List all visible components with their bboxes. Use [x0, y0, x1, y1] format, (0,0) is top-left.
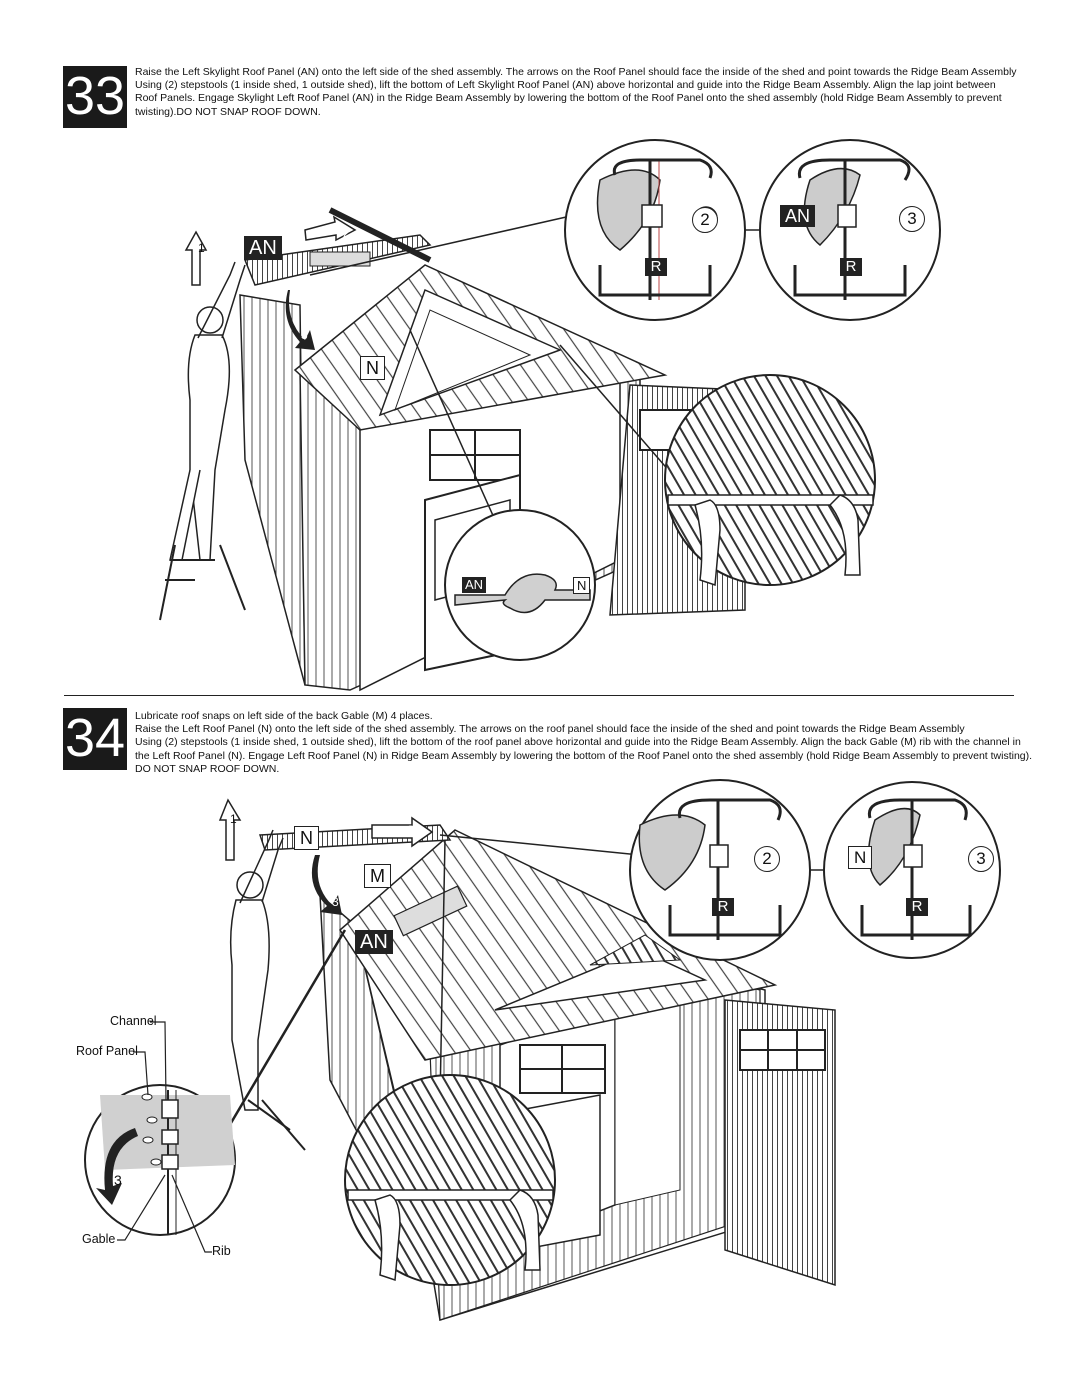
arrow-1-up [184, 230, 208, 286]
step-33-label-an: AN [244, 236, 282, 260]
detail-2-number: 2 [692, 207, 718, 233]
inset-label-channel: Channel [110, 1014, 157, 1028]
step-33-line-1: Raise the Left Skylight Roof Panel (AN) … [135, 66, 1017, 78]
callout-line-hands [559, 344, 691, 496]
detail34-3-part: R [906, 898, 928, 916]
step-34-number: 34 [63, 708, 127, 770]
inset-arrow-3: 3 [114, 1172, 122, 1188]
shed34-front-wall [354, 924, 766, 1321]
step-33-label-2: 2 [343, 226, 350, 240]
shed-right-door [609, 384, 746, 616]
step-34-line-5: DO NOT SNAP ROOF DOWN. [135, 762, 280, 775]
step-34-instructions: Lubricate roof snaps on left side of the… [135, 710, 1032, 776]
detail-circle-2 [564, 139, 746, 321]
detail-3-part: R [840, 258, 862, 276]
step-33-line-4: twisting).DO NOT SNAP ROOF DOWN. [135, 105, 321, 118]
step-33-line-2: Using (2) stepstools (1 inside shed, 1 o… [135, 79, 996, 92]
inset-label-roof-panel: Roof Panel [76, 1044, 138, 1058]
step-34-line-1: Lubricate roof snaps on left side of the… [135, 710, 433, 722]
stepladder [159, 544, 246, 621]
step-33-instructions: Raise the Left Skylight Roof Panel (AN) … [135, 66, 1017, 119]
step-34-label-m: M [364, 864, 391, 888]
step-33-label-1: 1 [198, 241, 205, 255]
detail-2-part: R [645, 258, 667, 276]
detail34-3-number: 3 [968, 846, 994, 872]
detail34-circle-2 [629, 779, 830, 961]
inset-label-gable: Gable [82, 1232, 116, 1246]
shed-left-wall [239, 294, 306, 686]
detail-3-panel: AN [780, 205, 816, 227]
step-33-number: 33 [63, 66, 127, 128]
step-34-label-an: AN [355, 930, 393, 954]
stepladder34 [247, 1099, 306, 1151]
lap-label-n: N [573, 577, 591, 594]
detail34-2-part: R [712, 898, 734, 916]
detail34-2-number: 2 [754, 846, 780, 872]
callout-line-lap [409, 329, 496, 521]
shed-front-wall [299, 354, 641, 692]
shed34-right-door [724, 999, 836, 1287]
step-34-label-2: 2 [407, 823, 414, 837]
person34-figure [229, 829, 284, 1111]
callout34-hands [439, 839, 446, 1101]
section-divider [64, 695, 1014, 696]
step-34-line-4: the Left Roof Panel (N). Engage Left Roo… [135, 749, 1033, 762]
callout34-inset [213, 929, 347, 1151]
roof34-an [339, 829, 778, 1061]
callout34-top [439, 834, 641, 856]
person-figure [169, 261, 246, 561]
detail-circle-hands [664, 374, 876, 587]
step-33-line-3: Roof Panels. Engage Skylight Left Roof P… [135, 92, 1002, 105]
roof-panel-n [293, 264, 668, 431]
step-34-label-3: 3 [332, 895, 339, 909]
step-34-line-2: Raise the Left Roof Panel (N) onto the l… [135, 723, 965, 736]
arrow34-2-slide [371, 816, 434, 848]
arrow34-1-up [218, 798, 242, 861]
step-34-label-1: 1 [230, 812, 237, 826]
step-33-label-n: N [360, 356, 385, 380]
inset-label-rib: Rib [212, 1244, 231, 1258]
detail34-circle-hands [344, 1074, 556, 1286]
detail34-3-panel: N [848, 846, 873, 869]
step-34-label-n: N [294, 826, 319, 850]
step-34-line-3: Using (2) stepstools (1 inside shed, 1 o… [135, 736, 1021, 749]
shed34-left-wall [319, 893, 441, 1291]
detail-3-number: 3 [899, 206, 925, 232]
step-33-label-3: 3 [301, 328, 308, 342]
lap-label-an: AN [462, 577, 487, 593]
roof34-n [258, 824, 452, 851]
callout-line-top [309, 214, 576, 276]
